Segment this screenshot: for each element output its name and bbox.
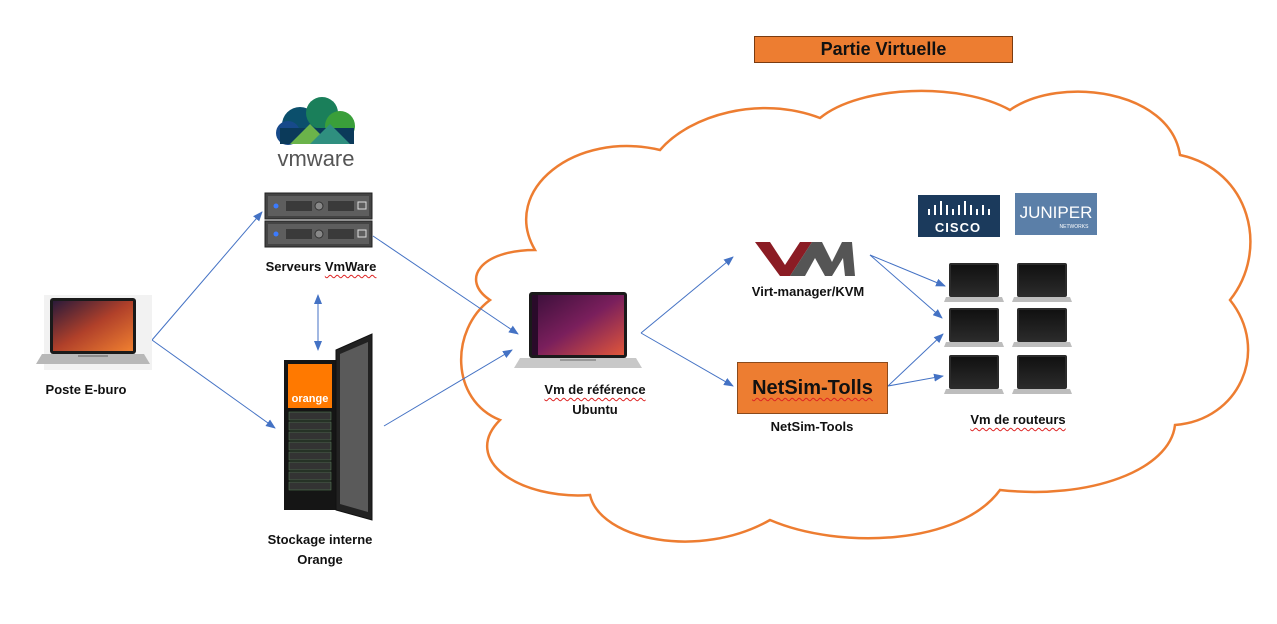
label-serveurs-vmware: Serveurs VmWare: [248, 257, 394, 277]
router-vm-laptop-icon: [944, 355, 1004, 394]
label-virt-manager-text: Virt-manager/KVM: [751, 284, 865, 299]
virt-manager-logo: [755, 242, 855, 276]
arrow-virt-to-rtr1: [869, 254, 946, 287]
arrow-vmref-to-netsim: [640, 332, 734, 387]
label-poste-e-buro: Poste E-buro: [30, 380, 142, 400]
laptop-icon: [36, 295, 152, 370]
arrow-vmref-to-virt: [640, 256, 734, 334]
arrow-poste-to-servers: [151, 211, 263, 341]
vmware-logo: vmware: [276, 97, 355, 171]
label-vm-routeurs-text: Vm de routeurs: [970, 412, 1066, 427]
label-virt-manager: Virt-manager/KVM: [733, 282, 883, 302]
cisco-logo: CISCO: [918, 195, 1000, 237]
router-vm-grid: [944, 263, 1072, 394]
storage-cabinet-icon: orange: [284, 333, 373, 521]
label-vm-routeurs: Vm de routeurs: [948, 410, 1088, 430]
label-stockage: Stockage interne Orange: [250, 530, 390, 570]
cisco-wordmark: CISCO: [935, 220, 981, 235]
router-vm-laptop-icon: [1012, 263, 1072, 302]
label-netsim-tools-text: NetSim-Tools: [770, 419, 854, 434]
juniper-subtext: NETWORKS: [1060, 224, 1090, 230]
ubuntu-laptop-icon: [514, 292, 642, 368]
virtual-cloud: [460, 89, 1252, 543]
router-vm-laptop-icon: [944, 308, 1004, 347]
netsim-box: NetSim-Tolls: [737, 362, 888, 414]
arrows: [151, 211, 946, 429]
orange-logo: orange: [292, 393, 329, 405]
juniper-wordmark: JUNIPER: [1020, 203, 1093, 222]
label-netsim-tools: NetSim-Tools: [740, 417, 884, 437]
router-vm-laptop-icon: [944, 263, 1004, 302]
arrow-netsim-to-rtr4: [887, 373, 944, 387]
label-serveurs-text: Serveurs: [265, 259, 325, 274]
vmware-wordmark: vmware: [277, 146, 354, 171]
arrow-virt-to-rtr2: [869, 254, 943, 319]
label-vm-reference: Vm de référence Ubuntu: [520, 380, 670, 420]
label-stockage-line1: Stockage interne: [267, 532, 373, 547]
netsim-box-text: NetSim-Tolls: [752, 377, 873, 399]
partie-virtuelle-title: Partie Virtuelle: [754, 36, 1013, 63]
label-stockage-line2: Orange: [297, 552, 343, 567]
arrow-storage-to-vmref: [383, 349, 513, 427]
arrow-netsim-to-rtr3: [887, 333, 944, 387]
label-vm-ref-line1: Vm de référence: [544, 382, 646, 397]
juniper-logo: JUNIPER NETWORKS: [1015, 193, 1097, 235]
label-vm-ref-line2: Ubuntu: [572, 402, 618, 417]
arrow-servers-to-vmref: [372, 235, 519, 335]
router-vm-laptop-icon: [1012, 308, 1072, 347]
server-rack-icon: [264, 192, 373, 248]
router-vm-laptop-icon: [1012, 355, 1072, 394]
arrow-poste-to-storage: [151, 339, 276, 429]
label-poste-text: Poste E-buro: [45, 382, 127, 397]
label-vmware-text: VmWare: [324, 259, 377, 274]
